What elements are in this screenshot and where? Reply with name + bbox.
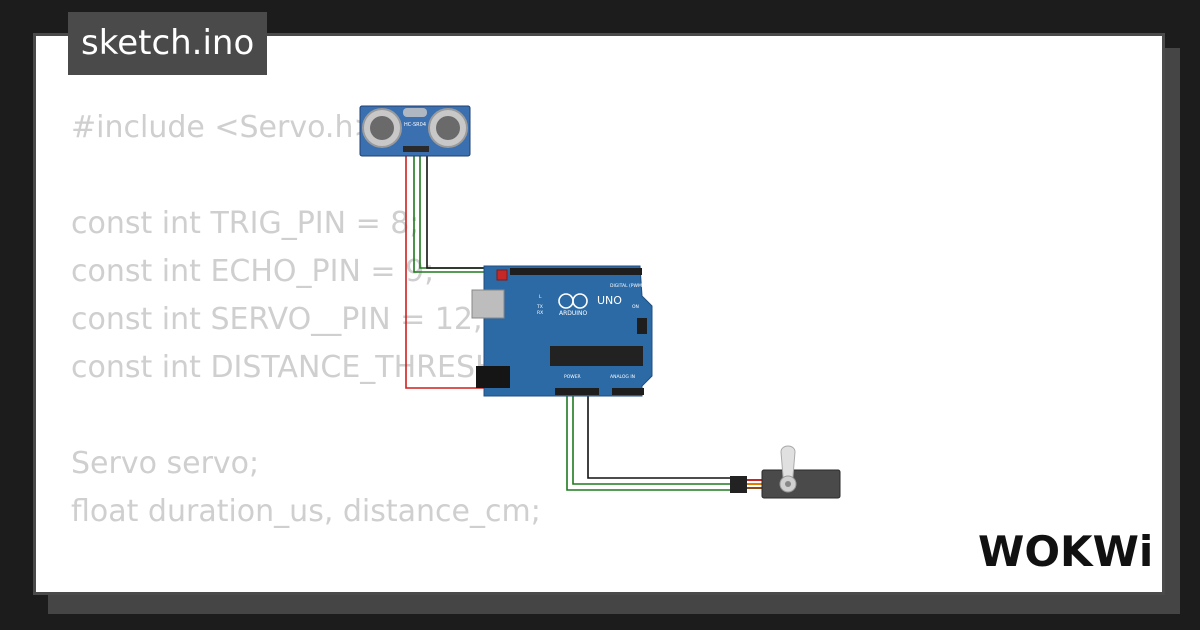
l-led-label: L — [539, 294, 542, 300]
wire-echo — [419, 152, 577, 269]
sensor-label: HC-SR04 — [404, 122, 426, 128]
code-line: float duration_us, distance_cm; — [71, 494, 541, 529]
digital-pin-label: DIGITAL (PWM ~) — [610, 283, 649, 289]
on-led-label: ON — [632, 304, 639, 310]
file-name-tab: sketch.ino — [68, 12, 268, 75]
power-pin-label: POWER — [564, 374, 581, 380]
wire-gnd — [426, 152, 512, 269]
wire-servo-gnd — [587, 390, 733, 479]
code-line: #include <Servo.h> — [71, 110, 379, 145]
analog-pin-label: ANALOG IN — [610, 374, 635, 380]
wokwi-logo-icon: WOKWi — [978, 528, 1150, 576]
code-line: Servo servo; — [71, 446, 260, 481]
wire-trig — [413, 152, 582, 273]
tx-led-label: TX — [536, 304, 543, 310]
wokwi-logo-text: WOKWi — [978, 528, 1150, 576]
board-logo-text: UNO — [597, 294, 622, 307]
wire-servo-vcc — [572, 390, 733, 485]
servo-motor-icon[interactable] — [730, 445, 841, 499]
board-brand-text: ARDUINO — [559, 310, 588, 317]
arduino-uno-icon[interactable]: UNO ARDUINO DIGITAL (PWM ~) POWER ANALOG… — [471, 265, 653, 397]
code-line: void setup() { — [71, 584, 541, 592]
code-line: const int DISTANCE_THRESH — [71, 350, 498, 385]
wire-servo-signal — [566, 390, 733, 491]
code-line: const int TRIG_PIN = 8; — [71, 206, 420, 241]
ultrasonic-sensor-icon[interactable]: HC-SR04 — [359, 105, 471, 157]
code-line: const int ECHO_PIN = 9; — [71, 254, 435, 289]
code-line: const int SERVO__PIN = 12; — [71, 302, 484, 337]
rx-led-label: RX — [537, 310, 543, 316]
code-preview: #include <Servo.h> const int TRIG_PIN = 8… — [71, 104, 541, 592]
